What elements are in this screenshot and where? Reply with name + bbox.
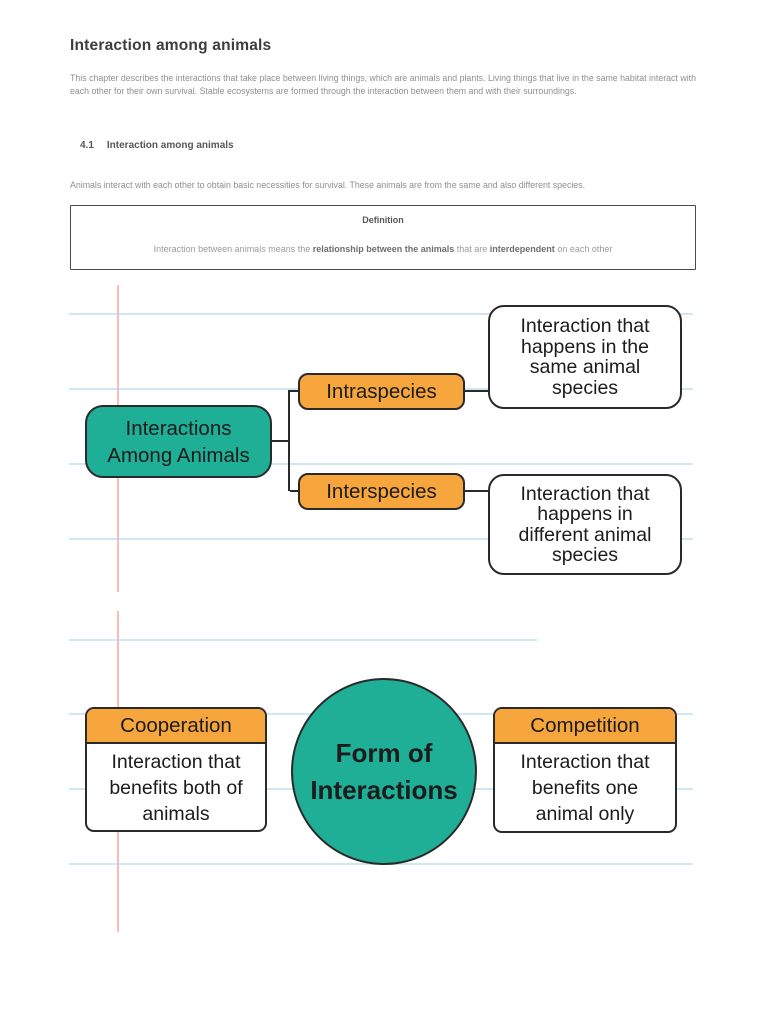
ruled-line (69, 538, 693, 540)
card-competition-title: Competition (495, 709, 675, 744)
connector (290, 490, 300, 492)
branch-node-intraspecies: Intraspecies (298, 373, 465, 410)
ruled-line (69, 313, 693, 315)
intro-paragraph: This chapter describes the interactions … (70, 73, 696, 97)
definition-text-pre: Interaction between animals means the (153, 244, 313, 254)
connector (464, 390, 489, 392)
page-title: Interaction among animals (70, 37, 272, 54)
section-title: Interaction among animals (106, 140, 234, 151)
definition-text: Interaction between animals means the re… (71, 244, 695, 254)
definition-text-bold2: interdependent (489, 244, 555, 254)
definition-text-post: on each other (554, 244, 613, 254)
ruled-line (69, 463, 693, 465)
definition-box: Definition Interaction between animals m… (70, 205, 696, 270)
card-cooperation-title: Cooperation (87, 709, 265, 744)
definition-text-mid: that are (454, 244, 490, 254)
definition-heading: Definition (362, 215, 404, 225)
connector (272, 440, 289, 442)
section-number: 4.1 (80, 140, 94, 151)
branch-label: Intraspecies (326, 379, 437, 403)
branch-label: Interspecies (326, 479, 437, 503)
section-heading: 4.1 Interaction among animals (80, 140, 234, 151)
definition-text-bold1: relationship between the animals (312, 244, 455, 254)
ruled-line (69, 639, 537, 641)
section-intro-paragraph: Animals interact with each other to obta… (70, 180, 586, 190)
branch-node-interspecies: Interspecies (298, 473, 465, 510)
connector (290, 390, 300, 392)
connector (464, 490, 489, 492)
connector (288, 390, 290, 491)
